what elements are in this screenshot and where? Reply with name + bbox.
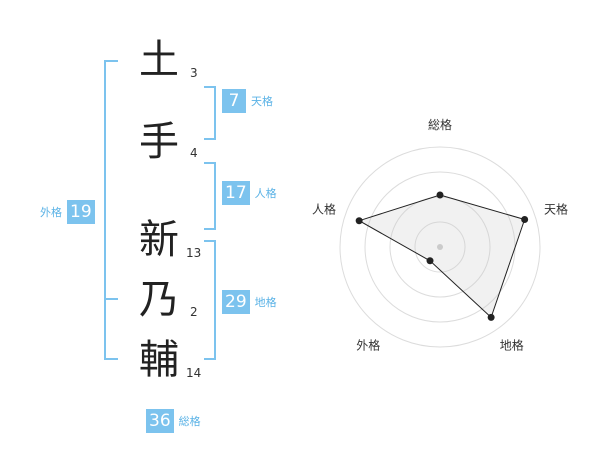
soukaku-value: 36 bbox=[146, 409, 174, 433]
radar-point-人格 bbox=[355, 217, 363, 225]
tenkaku-label: 天格 bbox=[251, 95, 273, 108]
chikaku-label: 地格 bbox=[254, 296, 277, 309]
tenkaku-badge: 7 天格 bbox=[222, 89, 273, 113]
radar-axis-label: 地格 bbox=[500, 338, 524, 353]
stroke-count-2: 4 bbox=[190, 146, 198, 160]
jinkaku-bracket-bottom bbox=[204, 228, 216, 230]
gaikaku-bracket-bottom-tick bbox=[104, 358, 118, 360]
stroke-count-1: 3 bbox=[190, 66, 198, 80]
gaikaku-bracket-mid-tick bbox=[104, 298, 118, 300]
radar-polygon bbox=[357, 194, 526, 319]
soukaku-badge: 36 総格 bbox=[146, 409, 201, 433]
stroke-count-5: 14 bbox=[186, 366, 202, 380]
jinkaku-bracket-top bbox=[204, 162, 216, 164]
name-char-4: 乃 bbox=[139, 277, 179, 323]
gaikaku-badge: 外格 19 bbox=[40, 200, 95, 224]
name-char-1: 土 bbox=[139, 37, 179, 83]
name-char-2: 手 bbox=[139, 119, 179, 165]
chikaku-bracket-vertical bbox=[214, 240, 216, 360]
radar-polygon-group bbox=[355, 191, 529, 321]
radar-center bbox=[437, 244, 443, 250]
tenkaku-value: 7 bbox=[222, 89, 246, 113]
gaikaku-value: 19 bbox=[67, 200, 95, 224]
jinkaku-value: 17 bbox=[222, 181, 250, 205]
chikaku-bracket-top bbox=[204, 240, 216, 242]
radar-axis-label: 総格 bbox=[428, 117, 452, 132]
radar-point-地格 bbox=[487, 313, 495, 321]
stroke-count-4: 2 bbox=[190, 305, 198, 319]
chikaku-bracket-bottom bbox=[204, 358, 216, 360]
radar-ring-4 bbox=[339, 146, 541, 348]
radar-ring-1 bbox=[414, 221, 466, 273]
gaikaku-bracket-vertical bbox=[104, 60, 106, 360]
jinkaku-label: 人格 bbox=[254, 187, 277, 200]
name-char-5: 輔 bbox=[139, 337, 179, 383]
jinkaku-badge: 17 人格 bbox=[222, 181, 277, 205]
soukaku-label: 総格 bbox=[178, 415, 201, 428]
radar-axis-label: 天格 bbox=[544, 201, 568, 216]
stroke-count-3: 13 bbox=[186, 246, 202, 260]
tenkaku-bracket-vertical bbox=[214, 86, 216, 140]
tenkaku-bracket-top bbox=[204, 86, 216, 88]
tenkaku-bracket-bottom bbox=[204, 138, 216, 140]
radar-axis-label: 外格 bbox=[356, 338, 380, 353]
radar-point-外格 bbox=[426, 257, 434, 265]
jinkaku-bracket-vertical bbox=[214, 162, 216, 230]
gaikaku-label: 外格 bbox=[40, 206, 62, 219]
chikaku-badge: 29 地格 bbox=[222, 290, 277, 314]
radar-point-天格 bbox=[521, 215, 529, 223]
chikaku-value: 29 bbox=[222, 290, 250, 314]
gaikaku-bracket-top-tick bbox=[104, 60, 118, 62]
radar-point-総格 bbox=[436, 191, 444, 199]
radar-axis-label: 人格 bbox=[312, 201, 336, 216]
name-char-3: 新 bbox=[139, 217, 179, 263]
